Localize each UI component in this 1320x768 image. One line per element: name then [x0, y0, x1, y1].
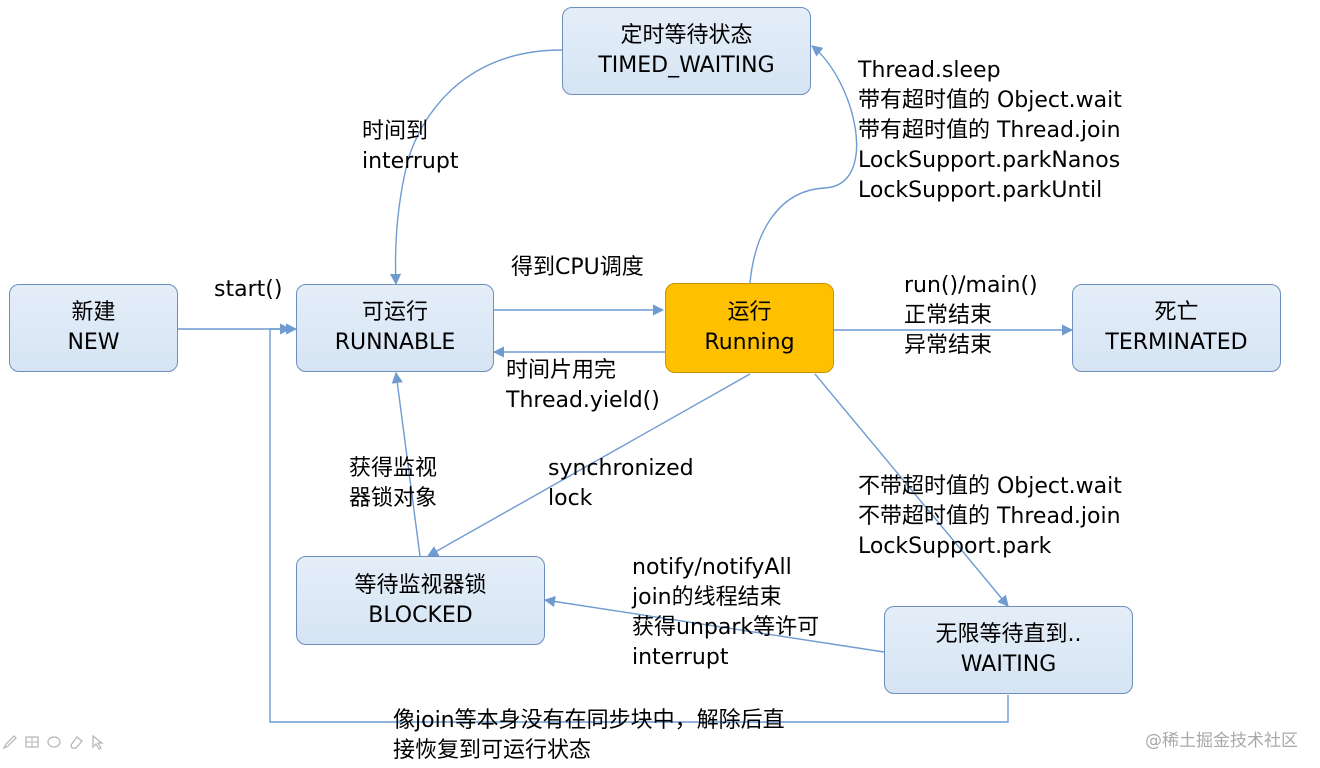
label-direct-line: 接恢复到可运行状态: [393, 738, 592, 763]
presentation-toolbar: [2, 734, 106, 750]
node-terminated-cn: 死亡: [1154, 300, 1199, 325]
eraser-icon[interactable]: [68, 734, 84, 750]
node-running-en: Running: [704, 330, 795, 355]
node-waiting: 无限等待直到.. WAITING: [884, 606, 1133, 694]
edge-notify: [543, 595, 885, 653]
edge-timeout: [389, 49, 563, 286]
edge-monitor: [391, 371, 421, 557]
node-terminated: 死亡 TERMINATED: [1072, 284, 1281, 372]
label-finish-line: 异常结束: [904, 333, 993, 358]
node-waiting-en: WAITING: [960, 652, 1057, 677]
node-runnable-cn: 可运行: [361, 300, 428, 325]
node-runnable: 可运行 RUNNABLE: [296, 284, 494, 372]
label-monitor-line: 器锁对象: [349, 486, 438, 511]
edge-to-waiting: [814, 373, 1009, 607]
label-notify: notify/notifyAll join的线程结束 获得unpark等许可 i…: [632, 553, 819, 673]
label-yield: 时间片用完 Thread.yield(): [506, 356, 660, 416]
label-sync: synchronized lock: [548, 454, 694, 514]
edge-to-timed: [749, 45, 858, 284]
label-to-timed-line: Thread.sleep: [858, 58, 1001, 83]
label-direct-line: 像join等本身没有在同步块中，解除后直: [393, 708, 785, 733]
node-timed-waiting-en: TIMED_WAITING: [598, 53, 775, 78]
node-running-cn: 运行: [727, 300, 772, 325]
node-timed-waiting-cn: 定时等待状态: [620, 23, 753, 48]
label-notify-line: join的线程结束: [632, 585, 782, 610]
label-to-timed: Thread.sleep 带有超时值的 Object.wait 带有超时值的 T…: [858, 56, 1122, 206]
label-to-timed-line: LockSupport.parkNanos: [858, 148, 1121, 173]
edge-sync: [427, 373, 751, 557]
label-yield-line: Thread.yield(): [506, 388, 660, 413]
label-direct: 像join等本身没有在同步块中，解除后直 接恢复到可运行状态: [393, 706, 785, 766]
label-sync-line: lock: [548, 486, 593, 511]
label-timeout-line: interrupt: [362, 149, 459, 174]
label-finish-line: run()/main(): [904, 273, 1038, 298]
label-cpu: 得到CPU调度: [511, 255, 644, 280]
node-blocked: 等待监视器锁 BLOCKED: [296, 556, 545, 645]
label-finish-line: 正常结束: [904, 303, 993, 328]
node-running: 运行 Running: [665, 283, 834, 373]
label-sync-line: synchronized: [548, 456, 694, 481]
label-monitor-line: 获得监视: [349, 456, 438, 481]
label-notify-line: notify/notifyAll: [632, 555, 792, 580]
label-timeout: 时间到 interrupt: [362, 117, 458, 177]
pointer-icon[interactable]: [90, 734, 106, 750]
label-to-waiting-line: LockSupport.park: [858, 534, 1052, 559]
label-monitor: 获得监视 器锁对象: [349, 454, 437, 514]
label-to-waiting-line: 不带超时值的 Thread.join: [858, 504, 1121, 529]
node-blocked-cn: 等待监视器锁: [354, 572, 487, 598]
label-notify-line: interrupt: [632, 645, 729, 670]
label-yield-line: 时间片用完: [506, 358, 617, 383]
label-to-waiting: 不带超时值的 Object.wait 不带超时值的 Thread.join Lo…: [858, 472, 1122, 562]
node-terminated-en: TERMINATED: [1105, 330, 1248, 355]
circle-icon[interactable]: [46, 734, 62, 750]
node-runnable-en: RUNNABLE: [334, 330, 456, 355]
node-timed-waiting: 定时等待状态 TIMED_WAITING: [562, 7, 811, 95]
label-to-timed-line: 带有超时值的 Object.wait: [858, 88, 1122, 113]
watermark: @稀土掘金技术社区: [1145, 731, 1298, 751]
label-to-timed-line: LockSupport.parkUntil: [858, 178, 1103, 203]
grid-icon[interactable]: [24, 734, 40, 750]
label-start: start(): [214, 277, 283, 302]
edge-direct: [269, 323, 1009, 723]
pen-icon[interactable]: [2, 734, 18, 750]
label-to-timed-line: 带有超时值的 Thread.join: [858, 118, 1121, 143]
label-timeout-line: 时间到: [362, 119, 429, 144]
node-new: 新建 NEW: [9, 284, 178, 372]
label-to-waiting-line: 不带超时值的 Object.wait: [858, 474, 1122, 499]
node-new-en: NEW: [67, 330, 120, 355]
label-notify-line: 获得unpark等许可: [632, 615, 820, 640]
node-waiting-cn: 无限等待直到..: [935, 622, 1082, 647]
node-new-cn: 新建: [71, 300, 116, 325]
label-finish: run()/main() 正常结束 异常结束: [904, 271, 1038, 361]
node-blocked-en: BLOCKED: [368, 602, 473, 628]
